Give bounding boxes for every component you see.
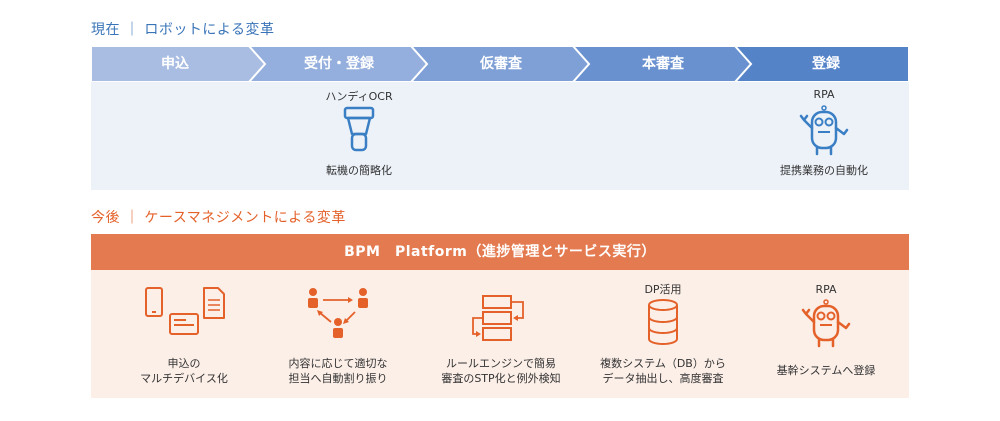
step-label-register: 登録 [812, 56, 840, 72]
tool-rpa: RPA 提携業務の自動化 [754, 88, 894, 178]
step-label-accept: 受付・登録 [304, 56, 374, 72]
future-features-panel: 申込の マルチデバイス化 内容に応じて適切な 担当へ自動割り振り [91, 270, 909, 398]
step-arrow-5 [733, 46, 909, 82]
feature-rpa-line1: 基幹システムへ登録 [776, 364, 876, 377]
robot-icon [754, 102, 894, 160]
tool-rpa-description: 提携業務の自動化 [780, 164, 868, 177]
current-heading: 現在 ｜ ロボットによる変革 [91, 22, 275, 38]
step-label-main-review: 本審査 [642, 56, 684, 72]
database-icon [645, 298, 681, 350]
feature-db-extraction: DP活用 複数システム（DB）から データ抽出し、高度審査 [583, 270, 743, 398]
future-heading: 今後 ｜ ケースマネジメントによる変革 [91, 210, 346, 226]
feature-auto-assign-line1: 内容に応じて適切な [288, 357, 388, 370]
feature-rpa-register: RPA 基幹システムへ登録 [751, 270, 901, 398]
feature-rules-engine-line1: ルールエンジンで簡易 [446, 357, 556, 370]
feature-multidevice-line2: マルチデバイス化 [140, 372, 228, 385]
scanner-icon [289, 102, 429, 160]
tool-ocr-label: ハンディOCR [325, 90, 393, 103]
feature-rules-engine-line2: 審査のSTP化と例外検知 [441, 372, 561, 385]
tool-ocr-description: 転機の簡略化 [326, 164, 392, 177]
step-label-pre-review: 仮審査 [480, 56, 522, 72]
feature-auto-assign: 内容に応じて適切な 担当へ自動割り振り [263, 270, 413, 398]
tool-rpa-label: RPA [813, 88, 835, 101]
feature-db-line2: データ抽出し、高度審査 [602, 372, 724, 385]
feature-rules-engine: ルールエンジンで簡易 審査のSTP化と例外検知 [425, 270, 577, 398]
devices-icon [142, 284, 226, 344]
feature-rpa-label: RPA [815, 283, 837, 296]
step-arrow-3 [409, 46, 593, 82]
bpm-platform-bar: BPM Platform（進捗管理とサービス実行） [91, 234, 909, 270]
feature-db-label: DP活用 [644, 283, 682, 296]
step-arrow-4 [571, 46, 755, 82]
rules-engine-icon [469, 294, 533, 346]
current-tools-panel: ハンディOCR 転機の簡略化 RPA 提携業務の自動化 [91, 82, 909, 190]
process-flow: 申込 受付・登録 仮審査 本審査 登録 [91, 46, 909, 82]
process-flow-arrows [91, 46, 909, 82]
people-routing-icon [305, 286, 371, 346]
feature-multidevice: 申込の マルチデバイス化 [109, 270, 259, 398]
feature-db-line1: 複数システム（DB）から [600, 357, 726, 370]
step-arrow-2 [247, 46, 431, 82]
tool-ocr: ハンディOCR 転機の簡略化 [289, 88, 429, 178]
robot-icon [801, 298, 851, 354]
feature-multidevice-line1: 申込の [167, 357, 201, 370]
feature-auto-assign-line2: 担当へ自動割り振り [288, 372, 388, 385]
step-label-apply: 申込 [161, 56, 189, 72]
